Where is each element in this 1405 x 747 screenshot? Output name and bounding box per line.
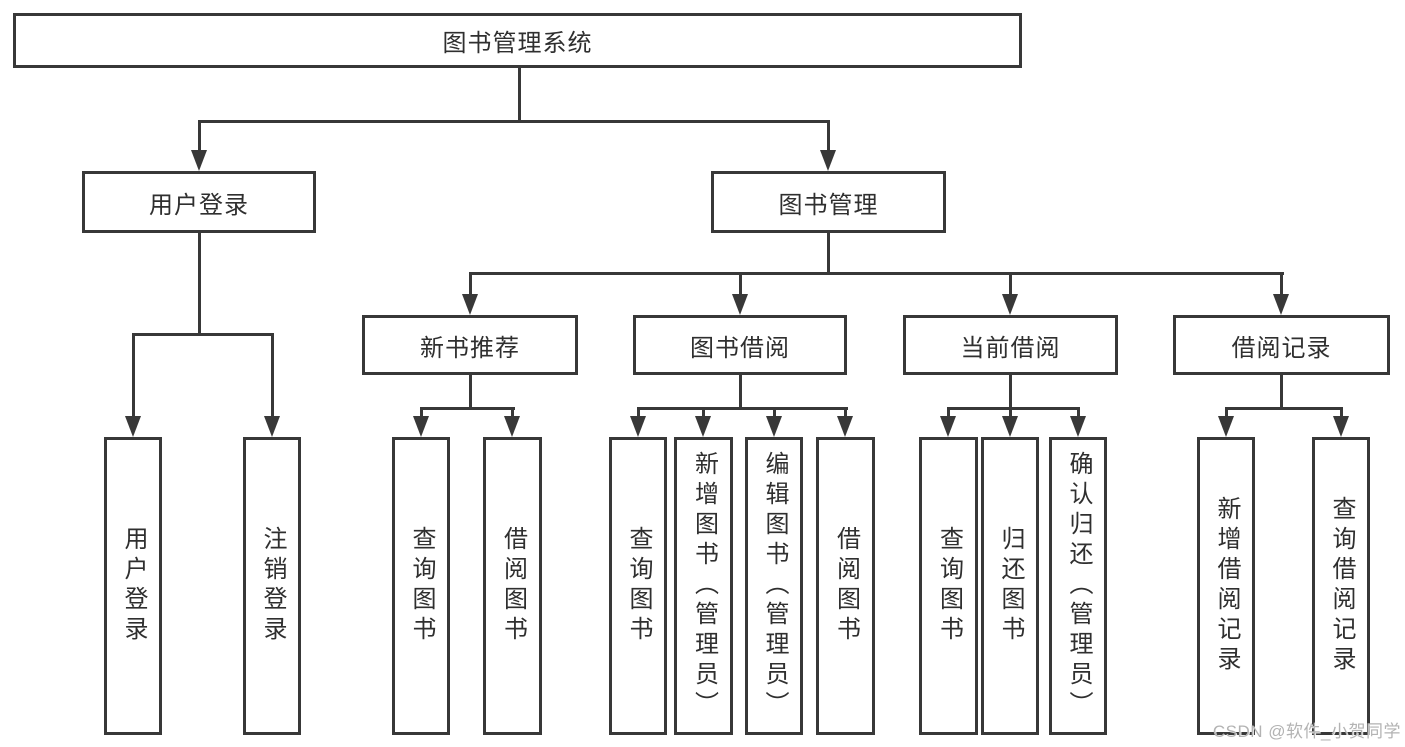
connector-line (1339, 407, 1343, 419)
arrow-down-icon (837, 416, 853, 437)
connector-line (197, 119, 830, 123)
leaf-recommend-borrow-books: 借阅图书 (483, 437, 542, 735)
leaf-label: 注销登录 (259, 526, 286, 646)
node-new-book-recommendation: 新书推荐 (362, 315, 578, 375)
node-current-borrowing: 当前借阅 (903, 315, 1118, 375)
connector-line (419, 407, 423, 419)
connector-line (738, 375, 742, 408)
arrow-down-icon (1070, 416, 1086, 437)
connector-line (197, 120, 201, 153)
connector-line (1224, 406, 1343, 410)
connector-line (468, 271, 1284, 275)
arrow-down-icon (820, 150, 836, 171)
connector-line (1076, 407, 1080, 419)
connector-line (419, 406, 515, 410)
leaf-logout: 注销登录 (243, 437, 301, 735)
connector-line (511, 407, 514, 419)
arrow-down-icon (766, 416, 782, 437)
arrow-down-icon (1218, 416, 1234, 437)
connector-line (517, 68, 521, 122)
arrow-down-icon (413, 416, 429, 437)
leaf-records-add-borrow-record: 新增借阅记录 (1197, 437, 1255, 735)
connector-line (738, 272, 742, 298)
connector-line (827, 233, 830, 274)
arrow-down-icon (264, 416, 280, 437)
leaf-label: 借阅图书 (499, 526, 527, 646)
arrow-down-icon (1333, 416, 1349, 437)
connector-line (826, 120, 830, 153)
arrow-down-icon (1273, 294, 1289, 315)
leaf-label: 确认归还（管理员） (1065, 451, 1092, 721)
node-user-login: 用户登录 (82, 171, 316, 233)
connector-line (1280, 375, 1283, 408)
leaf-label: 查询图书 (935, 526, 963, 646)
connector-line (636, 407, 640, 419)
node-book-management: 图书管理 (711, 171, 946, 233)
node-label: 借阅记录 (1231, 334, 1332, 362)
connector-line (468, 375, 472, 408)
leaf-user-login: 用户登录 (104, 437, 162, 735)
connector-line (1280, 272, 1283, 298)
node-label: 图书借阅 (690, 334, 790, 362)
leaf-borrowing-borrow-books: 借阅图书 (816, 437, 875, 735)
node-borrowing-records: 借阅记录 (1173, 315, 1390, 375)
leaf-label: 编辑图书（管理员） (761, 451, 788, 721)
connector-line (468, 272, 472, 298)
node-label: 用户登录 (149, 191, 249, 219)
leaf-label: 查询图书 (408, 526, 435, 646)
leaf-label: 用户登录 (120, 526, 147, 646)
leaf-records-query-borrow-record: 查询借阅记录 (1312, 437, 1370, 735)
connector-line (131, 332, 274, 336)
leaf-current-query-books: 查询图书 (919, 437, 978, 735)
leaf-borrowing-add-books-admin: 新增图书（管理员） (674, 437, 733, 735)
leaf-label: 查询图书 (625, 526, 652, 646)
arrow-down-icon (504, 416, 520, 437)
connector-line (1009, 272, 1012, 298)
connector-line (197, 233, 201, 334)
connector-line (844, 407, 847, 419)
node-label: 图书管理 (778, 191, 879, 219)
leaf-label: 新增借阅记录 (1213, 496, 1240, 676)
arrow-down-icon (191, 150, 207, 171)
leaf-recommend-query-books: 查询图书 (392, 437, 450, 735)
arrow-down-icon (695, 416, 711, 437)
node-book-borrowing: 图书借阅 (633, 315, 847, 375)
connector-line (270, 333, 274, 418)
connector-line (1224, 407, 1228, 419)
csdn-watermark: CSDN @软件_小贺同学 (1212, 722, 1401, 741)
connector-line (1009, 375, 1012, 408)
connector-line (702, 407, 705, 419)
connector-line (947, 407, 950, 419)
node-label: 图书管理系统 (442, 30, 593, 57)
arrow-down-icon (1002, 294, 1018, 315)
leaf-current-confirm-return-admin: 确认归还（管理员） (1049, 437, 1107, 735)
arrow-down-icon (1002, 416, 1018, 437)
arrow-down-icon (125, 416, 141, 437)
arrow-down-icon (732, 294, 748, 315)
arrow-down-icon (940, 416, 956, 437)
connector-line (636, 406, 848, 410)
connector-line (131, 333, 135, 418)
connector-line (947, 406, 1080, 410)
leaf-label: 查询借阅记录 (1328, 496, 1355, 676)
node-label: 新书推荐 (420, 334, 520, 362)
leaf-label: 借阅图书 (832, 526, 860, 646)
node-label: 当前借阅 (960, 334, 1061, 362)
node-library-management-system: 图书管理系统 (13, 13, 1022, 68)
arrow-down-icon (462, 294, 478, 315)
connector-line (1008, 407, 1012, 419)
leaf-label: 归还图书 (997, 526, 1024, 646)
arrow-down-icon (630, 416, 646, 437)
leaf-borrowing-edit-books-admin: 编辑图书（管理员） (745, 437, 803, 735)
leaf-borrowing-query-books: 查询图书 (609, 437, 667, 735)
connector-line (772, 407, 776, 419)
leaf-label: 新增图书（管理员） (690, 451, 718, 721)
leaf-current-return-books: 归还图书 (981, 437, 1039, 735)
